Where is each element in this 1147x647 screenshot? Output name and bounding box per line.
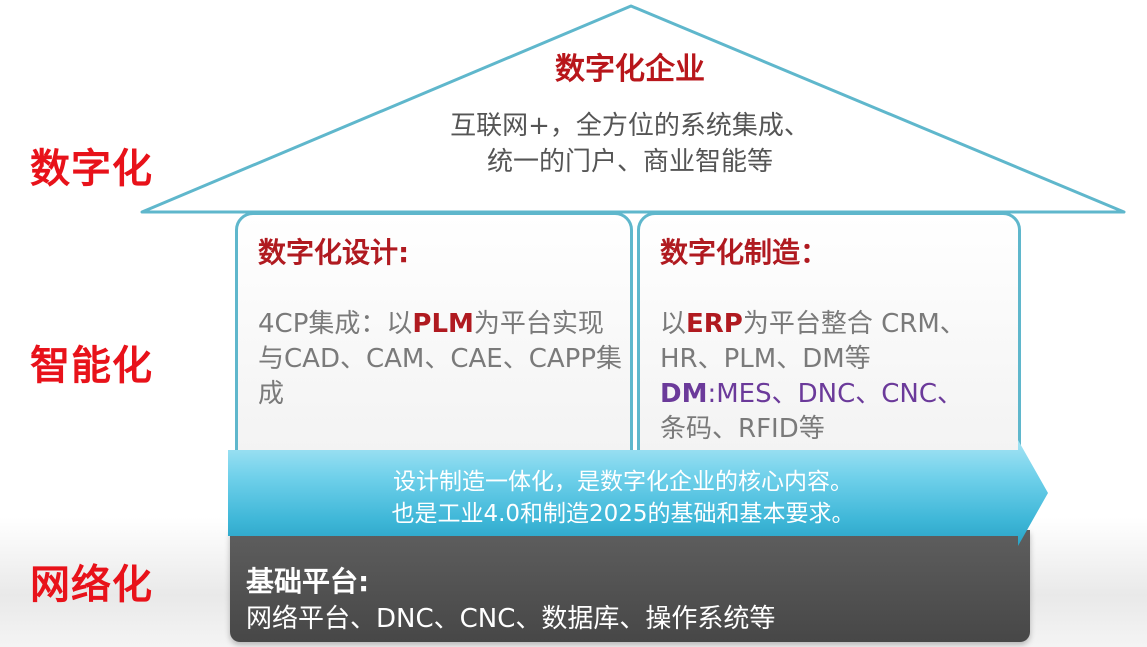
arrow-shape	[228, 440, 1048, 546]
integration-arrow-banner: 设计制造一体化，是数字化企业的核心内容。 也是工业4.0和制造2025的基础和基…	[228, 440, 1048, 546]
roof-title: 数字化企业	[555, 52, 705, 87]
manufacturing-line-1: 以ERP为平台整合 CRM、HR、PLM、DM等	[660, 307, 1010, 377]
platform-text: 网络平台、DNC、CNC、数据库、操作系统等	[246, 604, 776, 634]
side-label-digitalization: 数字化	[30, 146, 153, 192]
digital-design-title: 数字化设计:	[258, 236, 410, 269]
roof-line-1: 互联网+，全方位的系统集成、	[450, 111, 810, 141]
digital-manufacturing-box: 数字化制造： 以ERP为平台整合 CRM、HR、PLM、DM等 DM:MES、D…	[637, 212, 1021, 474]
dm-label: DM	[660, 379, 708, 409]
base-platform: 基础平台: 网络平台、DNC、CNC、数据库、操作系统等	[230, 530, 1030, 642]
platform-title: 基础平台:	[246, 565, 370, 598]
dm-text: :MES、DNC、CNC、	[707, 379, 963, 409]
design-text-after: 为平台实现 与CAD、CAM、CAE、CAPP集成	[258, 309, 623, 409]
plm-highlight: PLM	[412, 309, 474, 339]
erp-prefix: 以	[660, 309, 687, 339]
digital-manufacturing-title: 数字化制造：	[660, 236, 829, 269]
manufacturing-line-last: 条码、RFID等	[660, 414, 825, 444]
manufacturing-dm-line: DM:MES、DNC、CNC、	[660, 377, 1010, 412]
side-label-networking: 网络化	[30, 562, 153, 608]
erp-after: 为平台整合 CRM、HR、PLM、DM等	[660, 309, 966, 374]
arrow-line-1: 设计制造一体化，是数字化企业的核心内容。	[393, 469, 853, 495]
design-text-before: 4CP集成：以	[258, 309, 413, 339]
side-label-intelligence: 智能化	[30, 343, 153, 389]
roof-line-2: 统一的门户、商业智能等	[486, 147, 773, 177]
arrow-line-2: 也是工业4.0和制造2025的基础和基本要求。	[391, 501, 855, 527]
erp-highlight: ERP	[686, 309, 743, 339]
digital-design-box: 数字化设计: 4CP集成：以PLM为平台实现 与CAD、CAM、CAE、CAPP…	[235, 212, 633, 474]
roof-description: 互联网+，全方位的系统集成、 统一的门户、商业智能等	[380, 108, 880, 180]
digital-manufacturing-body: 以ERP为平台整合 CRM、HR、PLM、DM等 DM:MES、DNC、CNC、…	[660, 307, 1010, 447]
digital-design-body: 4CP集成：以PLM为平台实现 与CAD、CAM、CAE、CAPP集成	[258, 307, 628, 412]
